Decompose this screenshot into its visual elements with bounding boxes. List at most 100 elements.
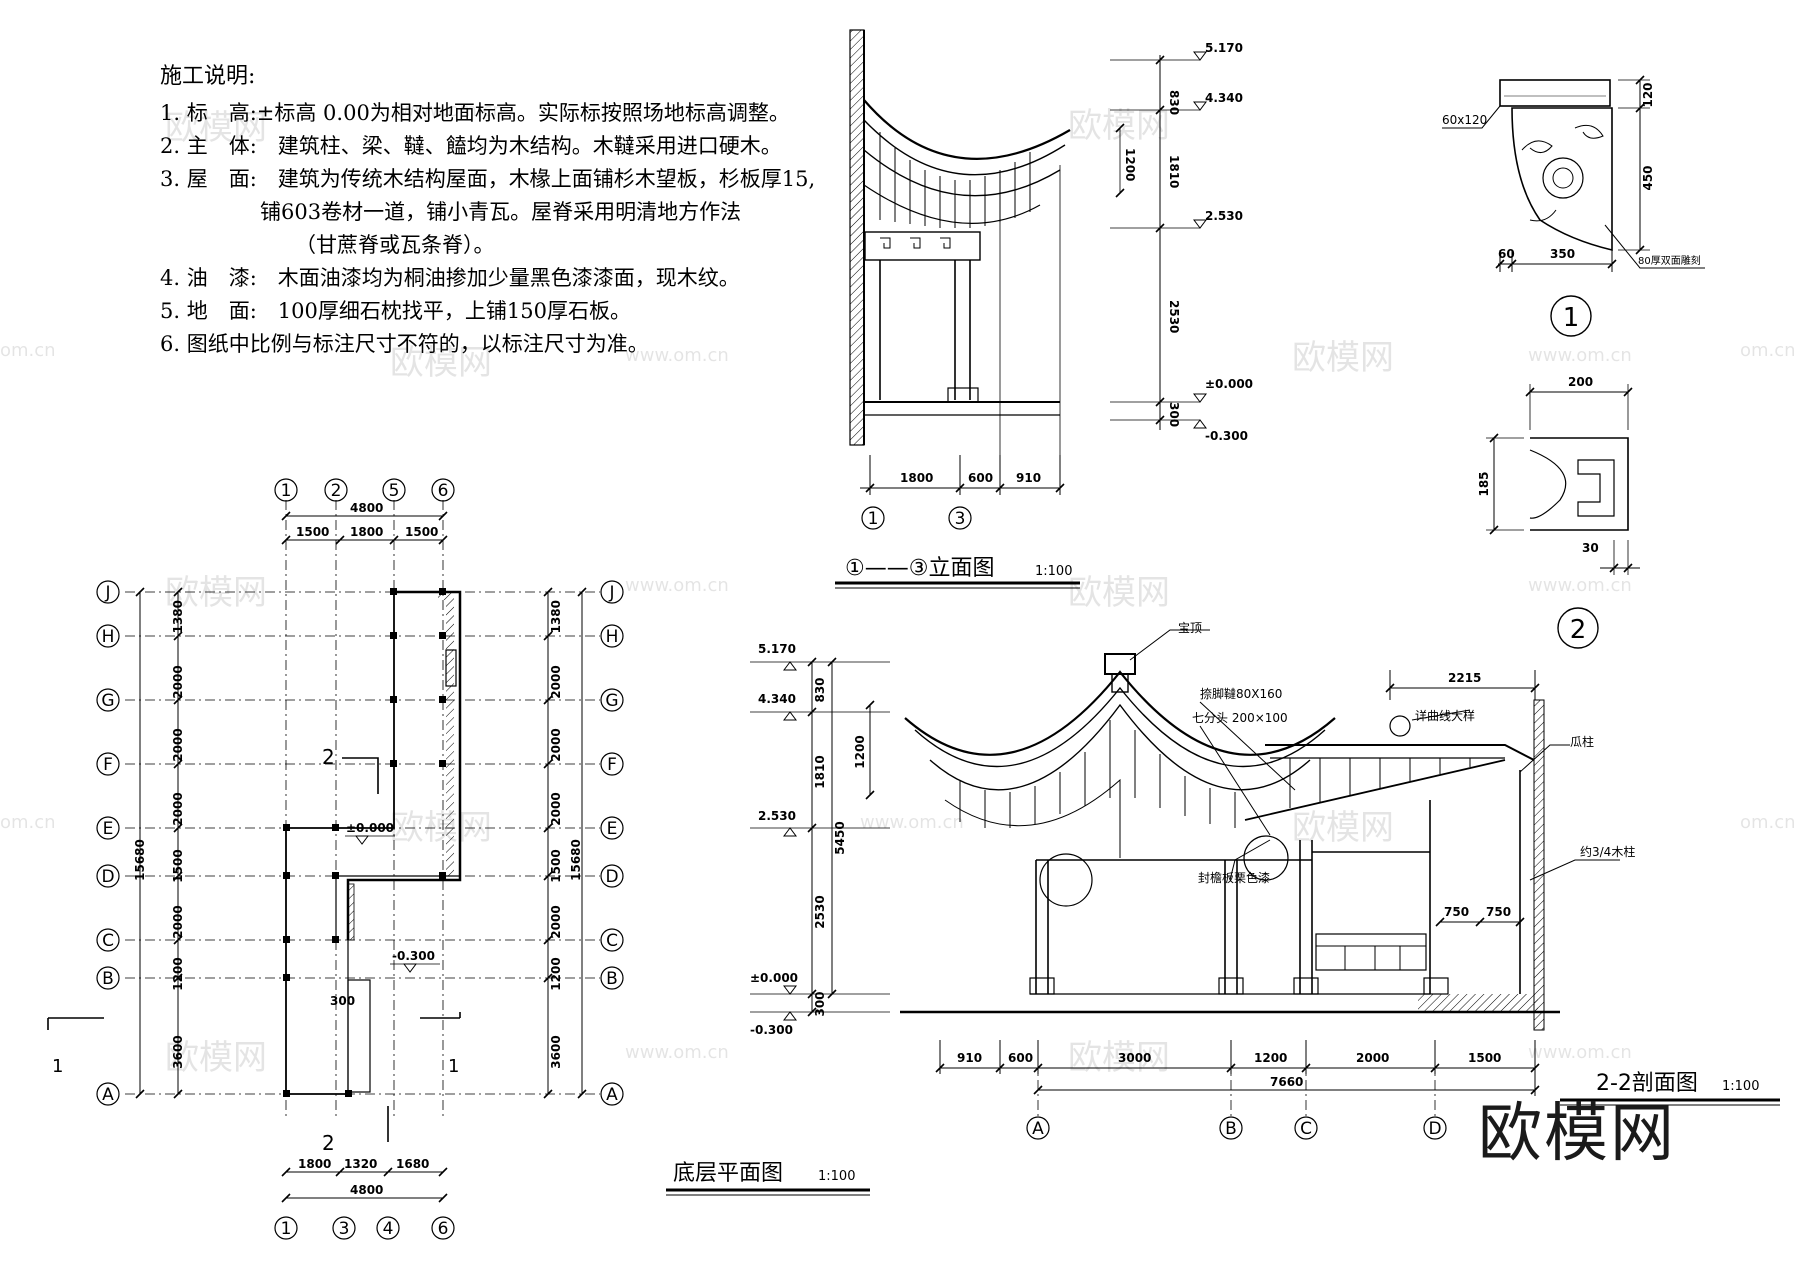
elev-level-1: 5.170 [1205,41,1243,55]
plan-row-grid-right-E: E [607,819,618,839]
elev-hdim-1800: 1800 [900,471,933,485]
section-vdim-300: 300 [813,991,827,1016]
section-hdim-1500: 1500 [1468,1051,1501,1065]
plan-top-grid-5-bubble [382,478,406,502]
plan-bottom-grid-6: 6 [438,1219,449,1239]
plan-row-grid-left-A-bubble [96,1082,120,1106]
plan-rowdim-l0: 1380 [171,600,185,633]
plan-rowdim-r5: 2000 [549,905,563,938]
detail1-dim-60x120: 60x120 [1442,113,1487,127]
brand-logo-text: 欧模网 [1478,1097,1676,1171]
plan-top-grid-2: 2 [331,481,342,501]
elev-vdim-1810: 1810 [1167,155,1181,188]
plan-scale: 1:100 [818,1169,855,1184]
section-inner-dim-2: 750 [1486,905,1511,919]
elevation-view: 5.170 4.340 2.530 ±0.000 -0.300 830 1200… [835,29,1253,589]
section-vdim-1200: 1200 [853,735,867,768]
section-level-2: 4.340 [758,692,796,706]
plan-section-mark-2b: 2 [322,1131,335,1155]
section-vdim-5450: 5450 [833,821,847,854]
plan-section-mark-1a: 1 [52,1056,63,1077]
section-vdim-2530: 2530 [813,895,827,928]
plan-bottom-grid-1-bubble [274,1216,298,1240]
plan-top-dim-3: 1500 [405,525,438,539]
plan-row-grid-left-D-bubble [96,864,120,888]
plan-rowdim-l1: 2000 [171,665,185,698]
plan-row-grid-left-B-bubble [96,966,120,990]
plan-total-right: 15680 [569,839,583,881]
plan-row-grid-right-J: J [608,583,614,603]
section-level-5: -0.300 [750,1023,793,1037]
section-level-3: 2.530 [758,809,796,823]
notes-item-4: 4. 油 漆: 木面油漆均为桐油掺加少量黑色漆漆面，现木纹。 [160,266,740,290]
section-scale: 1:100 [1722,1079,1759,1094]
elev-hdim-910: 910 [1016,471,1041,485]
plan-view: 1 1 2 2 ±0.000 -0.300 300 1380 2000 2000… [47,500,870,1203]
section-label-fascia: 封檐板栗色漆 [1198,871,1270,885]
plan-row-grid-right-C: C [606,931,618,951]
plan-rowdim-l6: 1200 [171,957,185,990]
plan-row-grid-right-H: H [606,627,619,647]
plan-top-dim-1: 1500 [296,525,329,539]
plan-row-grid-left-A: A [102,1085,114,1105]
elev-level-3: 2.530 [1205,209,1243,223]
section-grid-c: C [1300,1119,1312,1139]
plan-bottom-grid-3-bubble [332,1216,356,1240]
plan-bottom-grid-4-bubble [376,1216,400,1240]
notes-item-2: 2. 主 体: 建筑柱、梁、韃、饁均为木结构。木韃采用进口硬木。 [160,134,782,158]
section-grid-d: D [1428,1119,1441,1139]
detail2-marker: 2 [1570,615,1587,645]
section-label-beam: 捺脚韃80X160 [1200,686,1282,701]
detail1-dim-350: 350 [1550,247,1575,261]
elev-level-5: -0.300 [1205,429,1248,443]
plan-top-grid-1: 1 [281,481,292,501]
plan-row-grid-left-J-bubble [96,580,120,604]
plan-row-grid-right-G-bubble [600,688,624,712]
section-total: 7660 [1270,1075,1303,1089]
plan-row-grid-left-F: F [103,755,113,775]
plan-row-grid-left-G: G [101,691,114,711]
plan-row-grid-right-F-bubble [600,752,624,776]
elev-hdim-600: 600 [968,471,993,485]
section-vdim-1810: 1810 [813,755,827,788]
plan-bottom-grid-6-bubble [431,1216,455,1240]
plan-row-grid-left-C: C [102,931,114,951]
detail-1-view: 120 450 60 350 60x120 80厚双面雕刻 1 [1442,75,1705,337]
plan-row-grid-right-D-bubble [600,864,624,888]
plan-row-grid-right-B-bubble [600,966,624,990]
detail-2-view: 200 185 30 2 [1477,375,1640,649]
elev-vdim-300: 300 [1167,402,1181,427]
section-title: 2-2剖面图 [1596,1071,1698,1096]
elev-vdim-1200: 1200 [1123,148,1137,181]
plan-rowdim-r7: 3600 [549,1035,563,1068]
plan-rowdim-l4: 1500 [171,849,185,882]
plan-rowdim-r0: 1380 [549,600,563,633]
plan-row-grid-left-H-bubble [96,624,120,648]
section-hdim-2000: 2000 [1356,1051,1389,1065]
plan-row-grid-left-E: E [103,819,114,839]
plan-rowdim-r2: 2000 [549,728,563,761]
detail1-dim-450: 450 [1641,165,1655,190]
detail1-carving-note: 80厚双面雕刻 [1638,254,1701,267]
plan-rowdim-l3: 2000 [171,792,185,825]
plan-top-grid-6: 6 [438,481,449,501]
plan-top-total: 4800 [350,501,383,515]
plan-row-grid-right-G: G [605,691,618,711]
plan-rowdim-r6: 1200 [549,957,563,990]
plan-rowdim-r3: 2000 [549,792,563,825]
plan-total-left: 15680 [133,839,147,881]
notes-heading: 施工说明: [160,64,256,89]
plan-rowdim-l2: 2000 [171,728,185,761]
detail2-dim-200: 200 [1568,375,1593,389]
section-label-curve: 详曲线大样 [1415,708,1475,723]
plan-row-grid-left-C-bubble [96,928,120,952]
section-vdim-830: 830 [813,677,827,702]
section-grid-a: A [1032,1119,1044,1139]
plan-bottom-total: 4800 [350,1183,383,1197]
detail1-marker: 1 [1563,303,1580,333]
section-level-4: ±0.000 [750,971,798,985]
elevation-scale: 1:100 [1035,564,1072,579]
plan-rowdim-r4: 1500 [549,849,563,882]
plan-row-grid-right-E-bubble [600,816,624,840]
notes-item-1: 1. 标 高:±标高 0.00为相对地面标高。实际标按照场地标高调整。 [160,101,790,125]
